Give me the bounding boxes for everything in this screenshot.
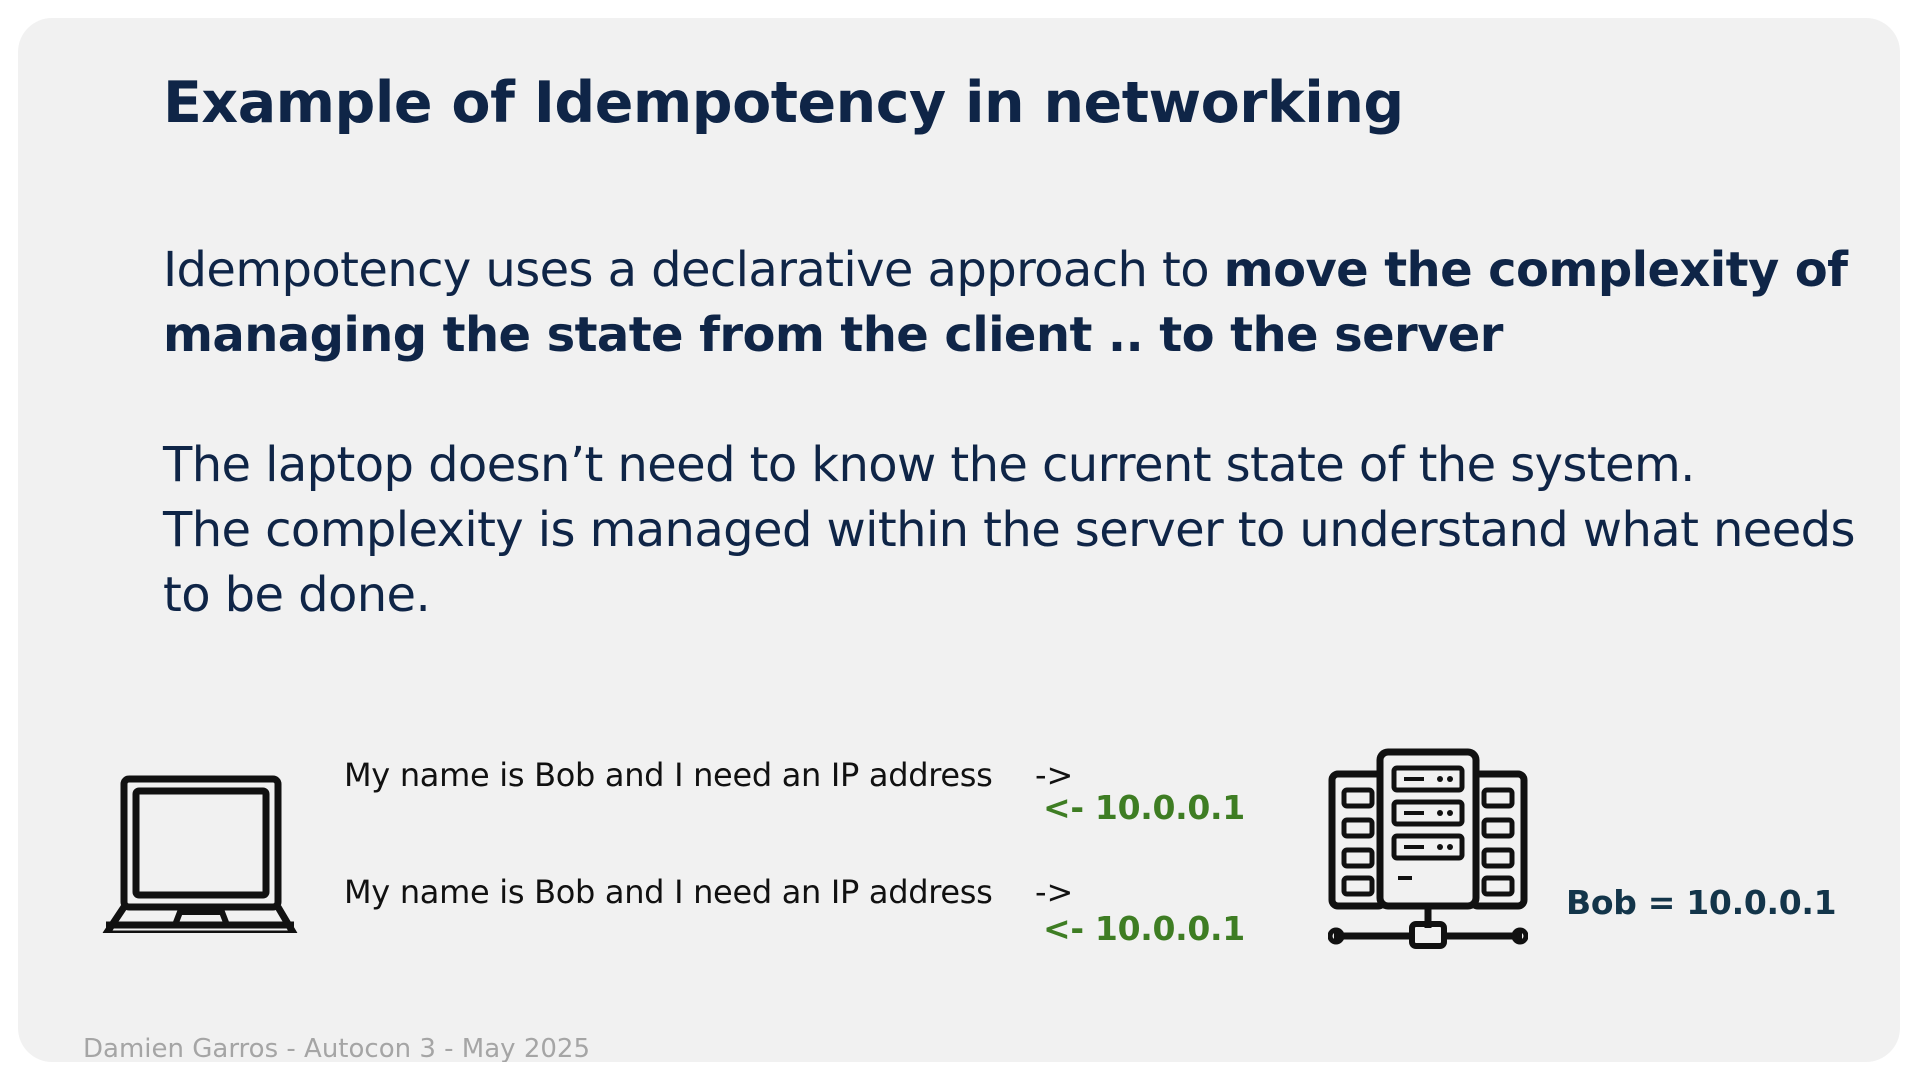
request-message-2: My name is Bob and I need an IP address <box>344 873 993 911</box>
intro-normal-text: Idempotency uses a declarative approach … <box>163 242 1224 298</box>
request-arrow-1: -> <box>1035 756 1074 794</box>
intro-bold-text: move the complexity of managing the stat… <box>163 242 1848 363</box>
response-message-1: <- 10.0.0.1 <box>1043 788 1245 827</box>
server-state-label: Bob = 10.0.0.1 <box>1566 883 1837 922</box>
server-icon <box>1328 748 1528 949</box>
explanation-line-1: The laptop doesn’t need to know the curr… <box>163 437 1695 493</box>
slide: Example of Idempotency in networking Ide… <box>18 18 1900 1062</box>
request-message-1: My name is Bob and I need an IP address <box>344 756 993 794</box>
explanation-paragraph: The laptop doesn’t need to know the curr… <box>163 433 1863 628</box>
slide-title: Example of Idempotency in networking <box>163 70 1404 136</box>
laptop-icon <box>102 775 298 933</box>
slide-footer: Damien Garros - Autocon 3 - May 2025 <box>83 1034 590 1062</box>
intro-paragraph: Idempotency uses a declarative approach … <box>163 238 1863 368</box>
request-arrow-2: -> <box>1035 873 1074 911</box>
explanation-line-2: The complexity is managed within the ser… <box>163 502 1856 623</box>
response-message-2: <- 10.0.0.1 <box>1043 909 1245 948</box>
